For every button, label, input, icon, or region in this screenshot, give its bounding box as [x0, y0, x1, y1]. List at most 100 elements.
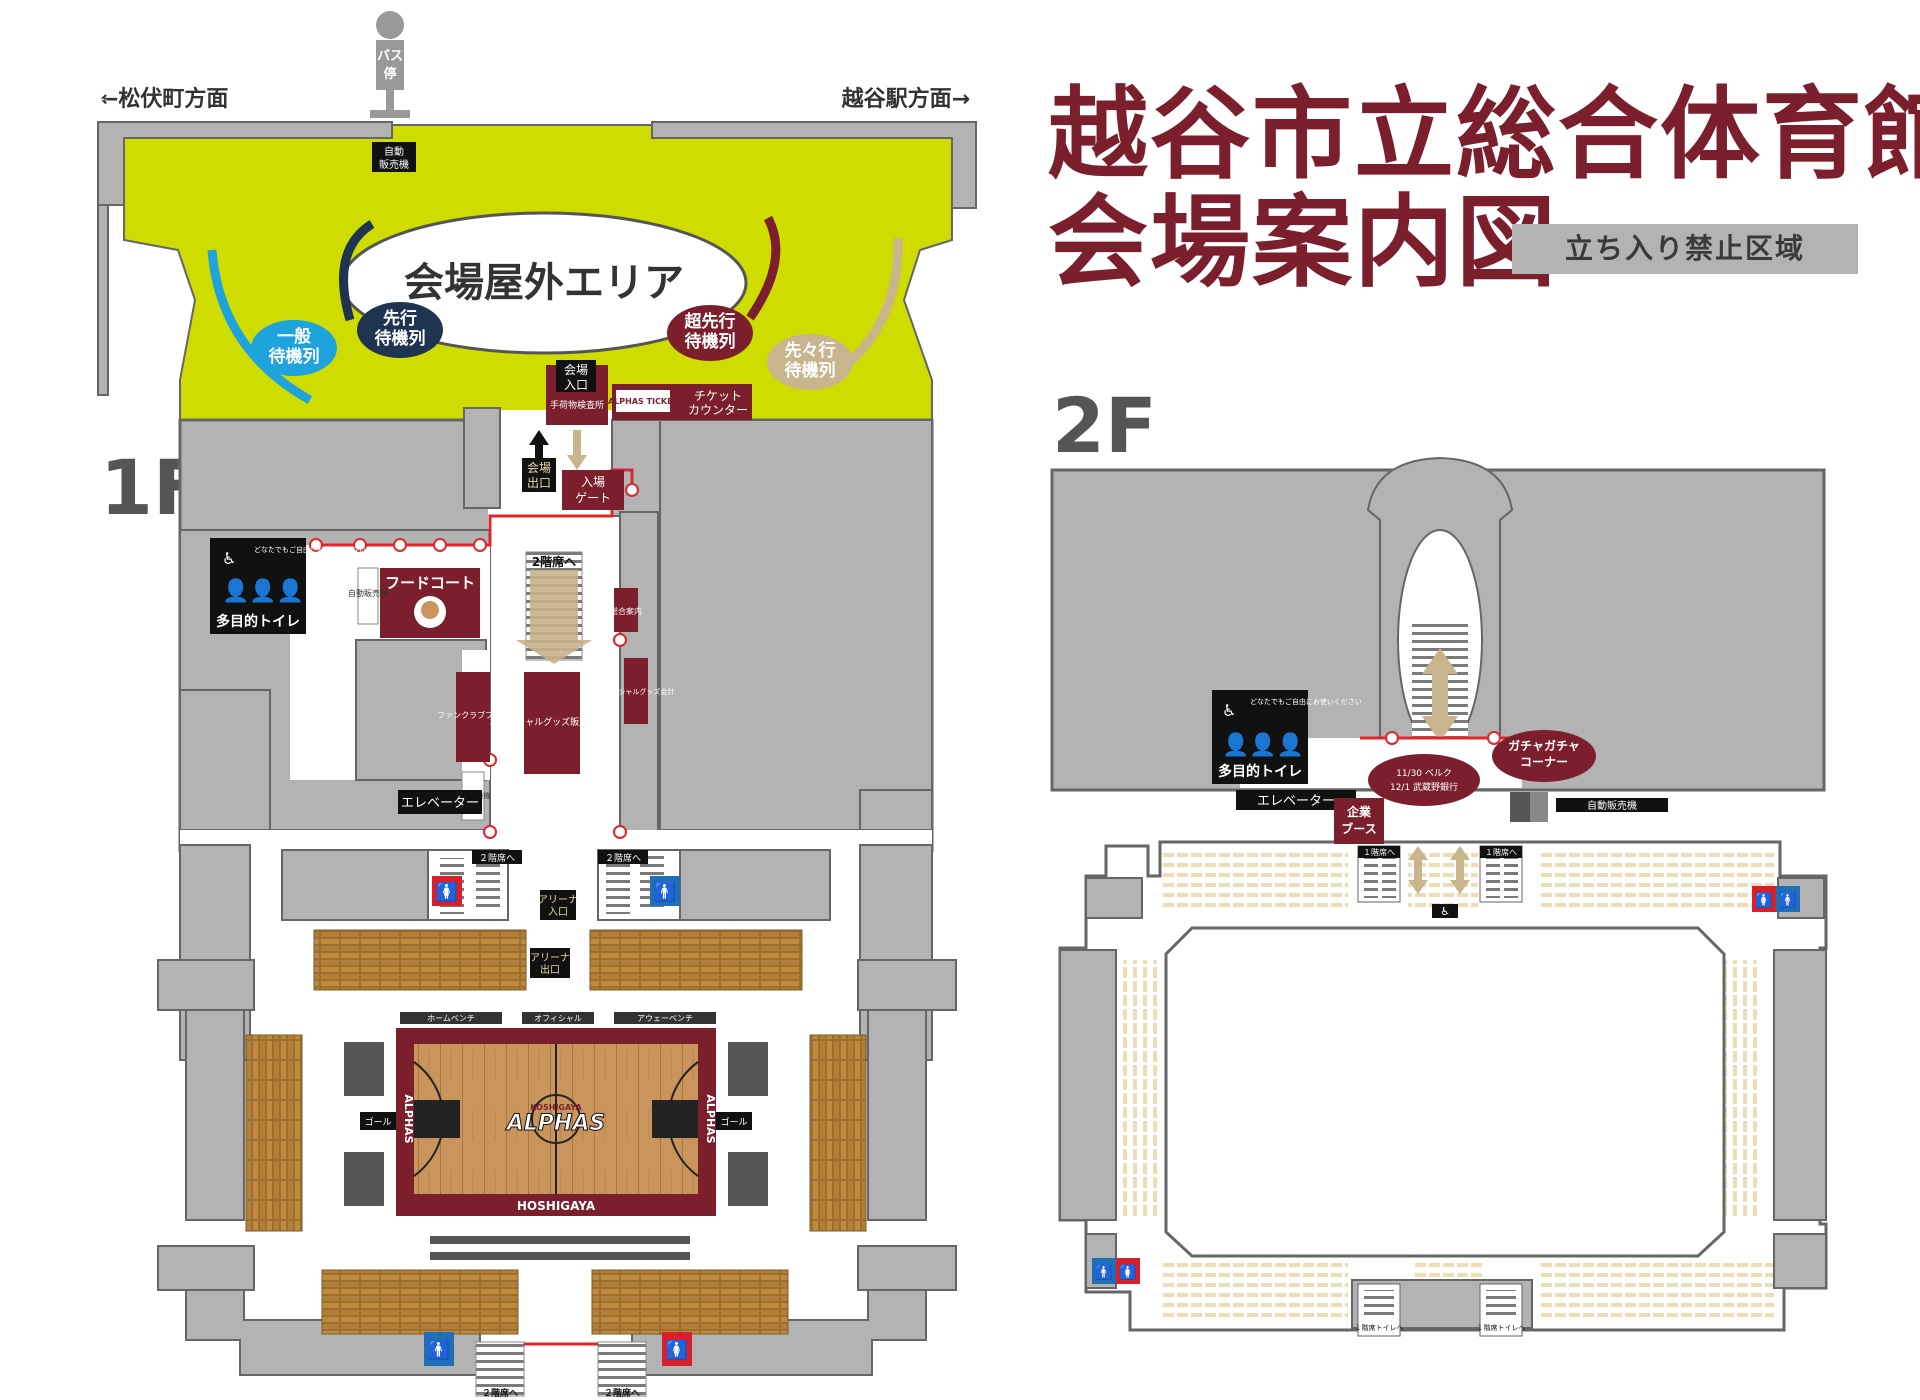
official-goods-booth — [524, 672, 580, 774]
svg-text:アリーナ: アリーナ — [530, 952, 570, 964]
svg-text:👤👤👤: 👤👤👤 — [222, 578, 304, 604]
svg-text:２階席へ: ２階席へ — [479, 852, 515, 864]
svg-text:先行待機列: 先行待機列 — [98, 98, 103, 101]
svg-text:待機列: 待機列 — [785, 360, 836, 381]
svg-text:ファンクラブブース: ファンクラブブース — [437, 710, 509, 720]
svg-text:ガチャガチャ: ガチャガチャ — [1508, 738, 1580, 753]
general-info — [614, 588, 638, 632]
svg-text:出口: 出口 — [540, 963, 560, 976]
svg-text:会場: 会場 — [564, 363, 588, 377]
bleacher-north-right — [589, 929, 803, 991]
queue-super-badge: 超先行 待機列 — [667, 305, 753, 361]
multi-toilet-1f: どなたでもご自由にお使いください ♿ 👤👤👤 多目的トイレ — [210, 538, 366, 634]
sponsor-note-bubble — [1368, 754, 1480, 806]
svg-text:アリーナ: アリーナ — [538, 894, 578, 906]
svg-text:先行: 先行 — [383, 308, 417, 329]
svg-text:１階席へ: １階席へ — [1485, 847, 1517, 857]
svg-text:出口: 出口 — [527, 476, 551, 490]
restricted-area-legend: 立ち入り禁止区域 — [1512, 224, 1858, 274]
svg-text:会場入口: 会場入口 — [98, 98, 102, 101]
toilet-women-icon — [432, 876, 462, 906]
basketball-court: KOSHIGAYA ALPHAS HOSHIGAYA ALPHAS ALPHAS — [396, 1028, 717, 1216]
svg-text:エレベーター: エレベーター — [1257, 794, 1335, 809]
svg-text:2階席へ: 2階席へ — [532, 554, 576, 569]
fanclub-booth — [456, 672, 490, 762]
floor-1f: 1F 手荷物検査所 会場 入口 ALPHAS TICKET チケット カウンター — [98, 98, 957, 1399]
entry-gate — [562, 470, 624, 510]
svg-text:♿: ♿ — [222, 549, 236, 568]
direction-right: 越谷駅方面→ — [841, 86, 970, 112]
bleacher-west — [245, 1034, 303, 1232]
svg-text:多目的トイレ: 多目的トイレ — [216, 613, 300, 630]
svg-text:👤👤👤: 👤👤👤 — [1222, 732, 1304, 758]
svg-text:コーナー: コーナー — [1520, 755, 1568, 769]
svg-text:ALPHAS: ALPHAS — [704, 1094, 717, 1143]
bleacher-north-left — [313, 929, 527, 991]
svg-text:ALPHAS TICKET: ALPHAS TICKET — [608, 397, 679, 406]
outdoor-area-label: 会場屋外エリア — [404, 260, 684, 306]
svg-text:入口: 入口 — [564, 378, 588, 392]
svg-text:一般待機列: 一般待機列 — [98, 98, 103, 101]
floor-label-2f: 2F — [1052, 381, 1157, 470]
svg-text:ALPHAS: ALPHAS — [402, 1094, 415, 1143]
svg-text:🚺: 🚺 — [1119, 1264, 1136, 1281]
map-title-line2: 会場案内図 — [1048, 184, 1558, 301]
sponsor-booth — [1334, 798, 1384, 844]
svg-text:ホームベンチ: ホームベンチ — [427, 1014, 475, 1023]
svg-text:KOSHIGAYA: KOSHIGAYA — [530, 1103, 582, 1112]
svg-text:🚹: 🚹 — [1779, 892, 1796, 909]
svg-text:フードコート: フードコート — [385, 574, 475, 592]
queue-general-badge: 一般 待機列 — [251, 320, 337, 376]
svg-text:ゴール: ゴール — [364, 1116, 391, 1128]
svg-text:会場: 会場 — [527, 461, 551, 475]
bus-stop-icon: バス 停 — [370, 11, 410, 118]
svg-text:１階席トイレへ: １階席トイレへ — [1477, 1323, 1526, 1332]
svg-text:どなたでもご自由にお使いください: どなたでもご自由にお使いください — [254, 545, 366, 554]
svg-text:一般: 一般 — [277, 326, 311, 347]
svg-text:エレベーター: エレベーター — [401, 796, 479, 811]
svg-text:🚺: 🚺 — [436, 881, 458, 903]
goods-cashier — [624, 658, 648, 724]
svg-text:２階席へ: ２階席へ — [605, 852, 641, 864]
svg-text:アリーナ入口: アリーナ入口 — [98, 98, 104, 101]
svg-text:２階席へ: ２階席へ — [482, 1387, 518, 1399]
svg-text:ブース: ブース — [1341, 821, 1376, 836]
svg-text:１階席へ: １階席へ — [1363, 847, 1395, 857]
svg-text:超先行待機列: 超先行待機列 — [98, 98, 104, 101]
svg-text:オフィシャル: オフィシャル — [534, 1014, 582, 1023]
svg-text:アリーナ出口: アリーナ出口 — [98, 98, 104, 101]
svg-text:オフィシャルグッズ販売ブース: オフィシャルグッズ販売ブース — [489, 716, 614, 728]
svg-text:停: 停 — [383, 66, 396, 82]
svg-text:先々行待機列: 先々行待機列 — [98, 98, 104, 101]
queue-advance-badge: 先行 待機列 — [357, 302, 443, 358]
svg-text:会場出口: 会場出口 — [98, 98, 102, 101]
queue-preadvance-badge: 先々行 待機列 — [767, 334, 853, 390]
svg-text:総合案内: 総合案内 — [610, 606, 642, 616]
svg-text:２階席へ: ２階席へ — [604, 1387, 640, 1399]
svg-text:入場ゲート: 入場ゲート — [98, 98, 103, 101]
toilet-men-icon — [650, 876, 680, 906]
svg-text:11/30 ベルク: 11/30 ベルク — [1396, 768, 1452, 779]
elevator-1f — [398, 790, 482, 814]
svg-text:♿: ♿ — [1440, 905, 1450, 918]
svg-text:HOSHIGAYA: HOSHIGAYA — [517, 1199, 596, 1213]
svg-text:🚺: 🚺 — [1755, 892, 1772, 909]
multi-toilet-2f: どなたでもご自由にお使いください ♿ 👤👤👤 多目的トイレ — [1212, 690, 1362, 784]
svg-text:どなたでもご自由にお使いください: どなたでもご自由にお使いください — [1250, 697, 1362, 706]
svg-text:🚹: 🚹 — [428, 1339, 450, 1361]
svg-text:手荷物検査所: 手荷物検査所 — [550, 399, 604, 411]
svg-text:企業: 企業 — [1346, 804, 1372, 819]
bleacher-south-left — [321, 1269, 519, 1335]
svg-text:自動: 自動 — [384, 145, 404, 158]
svg-text:待機列: 待機列 — [685, 331, 736, 352]
svg-text:入口: 入口 — [548, 907, 568, 918]
svg-text:待機列: 待機列 — [375, 328, 426, 349]
direction-left: ←松伏町方面 — [100, 86, 228, 112]
bleacher-east — [809, 1034, 867, 1232]
svg-text:バス停: バス停 — [98, 98, 101, 101]
svg-text:入場: 入場 — [581, 475, 605, 489]
svg-text:企業ブース: 企業ブース — [98, 98, 103, 101]
svg-text:待機列: 待機列 — [269, 346, 320, 367]
svg-text:ALPHAS: ALPHAS — [505, 1111, 605, 1136]
